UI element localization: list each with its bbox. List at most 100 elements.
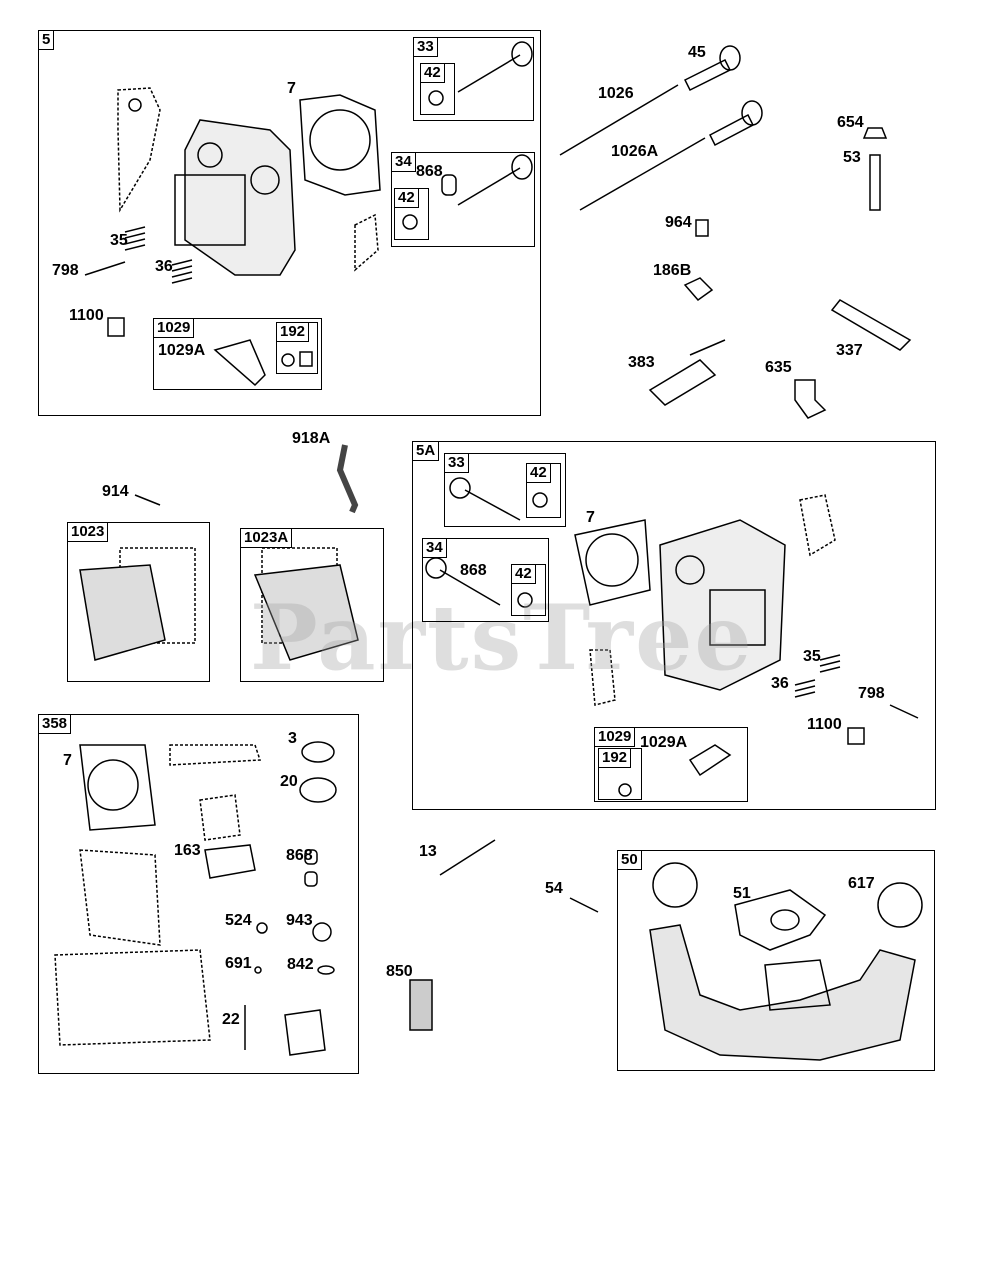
group-tag-34: 34 — [391, 152, 416, 172]
rocker-arm-1029ab — [618, 744, 732, 797]
group-box-192-b: 192 — [598, 748, 642, 800]
part-label-13: 13 — [419, 843, 437, 860]
group-box-50: 50 — [617, 850, 935, 1071]
valve-cover-1023 — [79, 547, 196, 661]
cylinder-head-5a — [659, 519, 786, 691]
group-tag-34-b: 34 — [422, 538, 447, 558]
group-box-33-b: 33 — [444, 453, 566, 527]
part-label-1029a: 1029A — [158, 342, 206, 359]
part-label-20: 20 — [280, 773, 298, 790]
part-label-868: 868 — [416, 163, 443, 180]
group-tag-42-d: 42 — [511, 564, 536, 584]
group-box-42: 42 — [420, 63, 455, 115]
part-label-186b: 186B — [653, 262, 692, 279]
gasket-set-358 — [54, 741, 337, 1056]
group-box-5a: 5A — [412, 441, 936, 810]
part-label-35: 35 — [110, 232, 128, 249]
group-box-42-c: 42 — [526, 463, 561, 518]
breather-tube-918a — [336, 444, 359, 514]
part-label-798: 798 — [52, 262, 79, 279]
group-box-34: 34 — [391, 152, 535, 247]
part-label-842: 842 — [287, 956, 314, 973]
group-tag-192-b: 192 — [598, 748, 632, 768]
group-tag-192: 192 — [276, 322, 310, 342]
valve-33b — [449, 477, 548, 521]
head-gasket-7b — [574, 494, 836, 706]
part-label-3: 3 — [288, 730, 297, 747]
part-label-943: 943 — [286, 912, 313, 929]
part-label-964: 964 — [665, 214, 692, 231]
part-label-51: 51 — [733, 885, 751, 902]
group-tag-42-b: 42 — [394, 188, 419, 208]
sealant-tube-850 — [409, 979, 433, 1031]
group-tag-1023: 1023 — [67, 522, 109, 542]
part-label-163: 163 — [174, 842, 201, 859]
part-label-53: 53 — [843, 149, 861, 166]
part-label-7-b: 7 — [586, 509, 595, 526]
part-label-850: 850 — [386, 963, 413, 980]
group-tag-358: 358 — [38, 714, 72, 734]
rocker-arm-1029a — [213, 339, 313, 387]
part-label-1026: 1026 — [598, 85, 634, 102]
group-box-358: 358 — [38, 714, 359, 1074]
part-label-1100: 1100 — [69, 307, 104, 324]
part-label-54: 54 — [545, 880, 563, 897]
part-label-7-c: 7 — [63, 752, 72, 769]
part-label-36: 36 — [155, 258, 173, 275]
group-tag-33-b: 33 — [444, 453, 469, 473]
part-label-45: 45 — [688, 44, 706, 61]
valve-cover-1023a — [253, 547, 359, 661]
part-label-868-c: 868 — [286, 847, 313, 864]
part-label-918a: 918A — [292, 430, 331, 447]
part-label-868-b: 868 — [460, 562, 487, 579]
part-label-798-b: 798 — [858, 685, 885, 702]
group-box-1029: 1029 — [153, 318, 322, 390]
group-tag-1029-b: 1029 — [594, 727, 636, 747]
pushrods — [559, 45, 763, 211]
group-box-1023: 1023 — [67, 522, 210, 682]
part-label-1100-b: 1100 — [807, 716, 842, 733]
watermark: PartsTree — [250, 585, 754, 691]
group-tag-5a: 5A — [412, 441, 440, 461]
part-label-1029a-b: 1029A — [640, 734, 688, 751]
springs-right — [794, 654, 919, 745]
part-label-337: 337 — [836, 342, 863, 359]
head-gasket-7 — [299, 94, 381, 272]
part-label-914: 914 — [102, 483, 129, 500]
intake-manifold-50 — [649, 862, 923, 1061]
group-box-5: 5 — [38, 30, 541, 416]
valve-33 — [428, 41, 533, 106]
part-label-7: 7 — [287, 80, 296, 97]
valve-34 — [402, 154, 533, 230]
part-label-1026a: 1026A — [611, 143, 659, 160]
screw-54 — [569, 897, 599, 913]
group-box-1023a: 1023A — [240, 528, 384, 682]
part-label-35-b: 35 — [803, 648, 821, 665]
springs-left — [84, 226, 193, 337]
part-label-36-b: 36 — [771, 675, 789, 692]
group-tag-5: 5 — [38, 30, 55, 50]
part-label-22: 22 — [222, 1011, 240, 1028]
group-tag-1029: 1029 — [153, 318, 195, 338]
group-tag-42: 42 — [420, 63, 445, 83]
part-label-635: 635 — [765, 359, 792, 376]
group-box-192: 192 — [276, 322, 318, 374]
group-box-42-d: 42 — [511, 564, 546, 616]
valve-34b — [425, 557, 533, 608]
group-box-42-b: 42 — [394, 188, 429, 240]
part-label-654: 654 — [837, 114, 864, 131]
part-label-617: 617 — [848, 875, 875, 892]
part-label-691: 691 — [225, 955, 252, 972]
ignition-parts — [648, 299, 912, 419]
group-box-33: 33 — [413, 37, 534, 121]
bolt-914 — [134, 494, 161, 506]
stud-53 — [683, 127, 888, 302]
group-tag-42-c: 42 — [526, 463, 551, 483]
group-tag-1023a: 1023A — [240, 528, 293, 548]
group-tag-50: 50 — [617, 850, 642, 870]
group-box-34-b: 34 — [422, 538, 549, 622]
group-box-1029-b: 1029 — [594, 727, 748, 802]
part-label-383: 383 — [628, 354, 655, 371]
part-label-524: 524 — [225, 912, 252, 929]
